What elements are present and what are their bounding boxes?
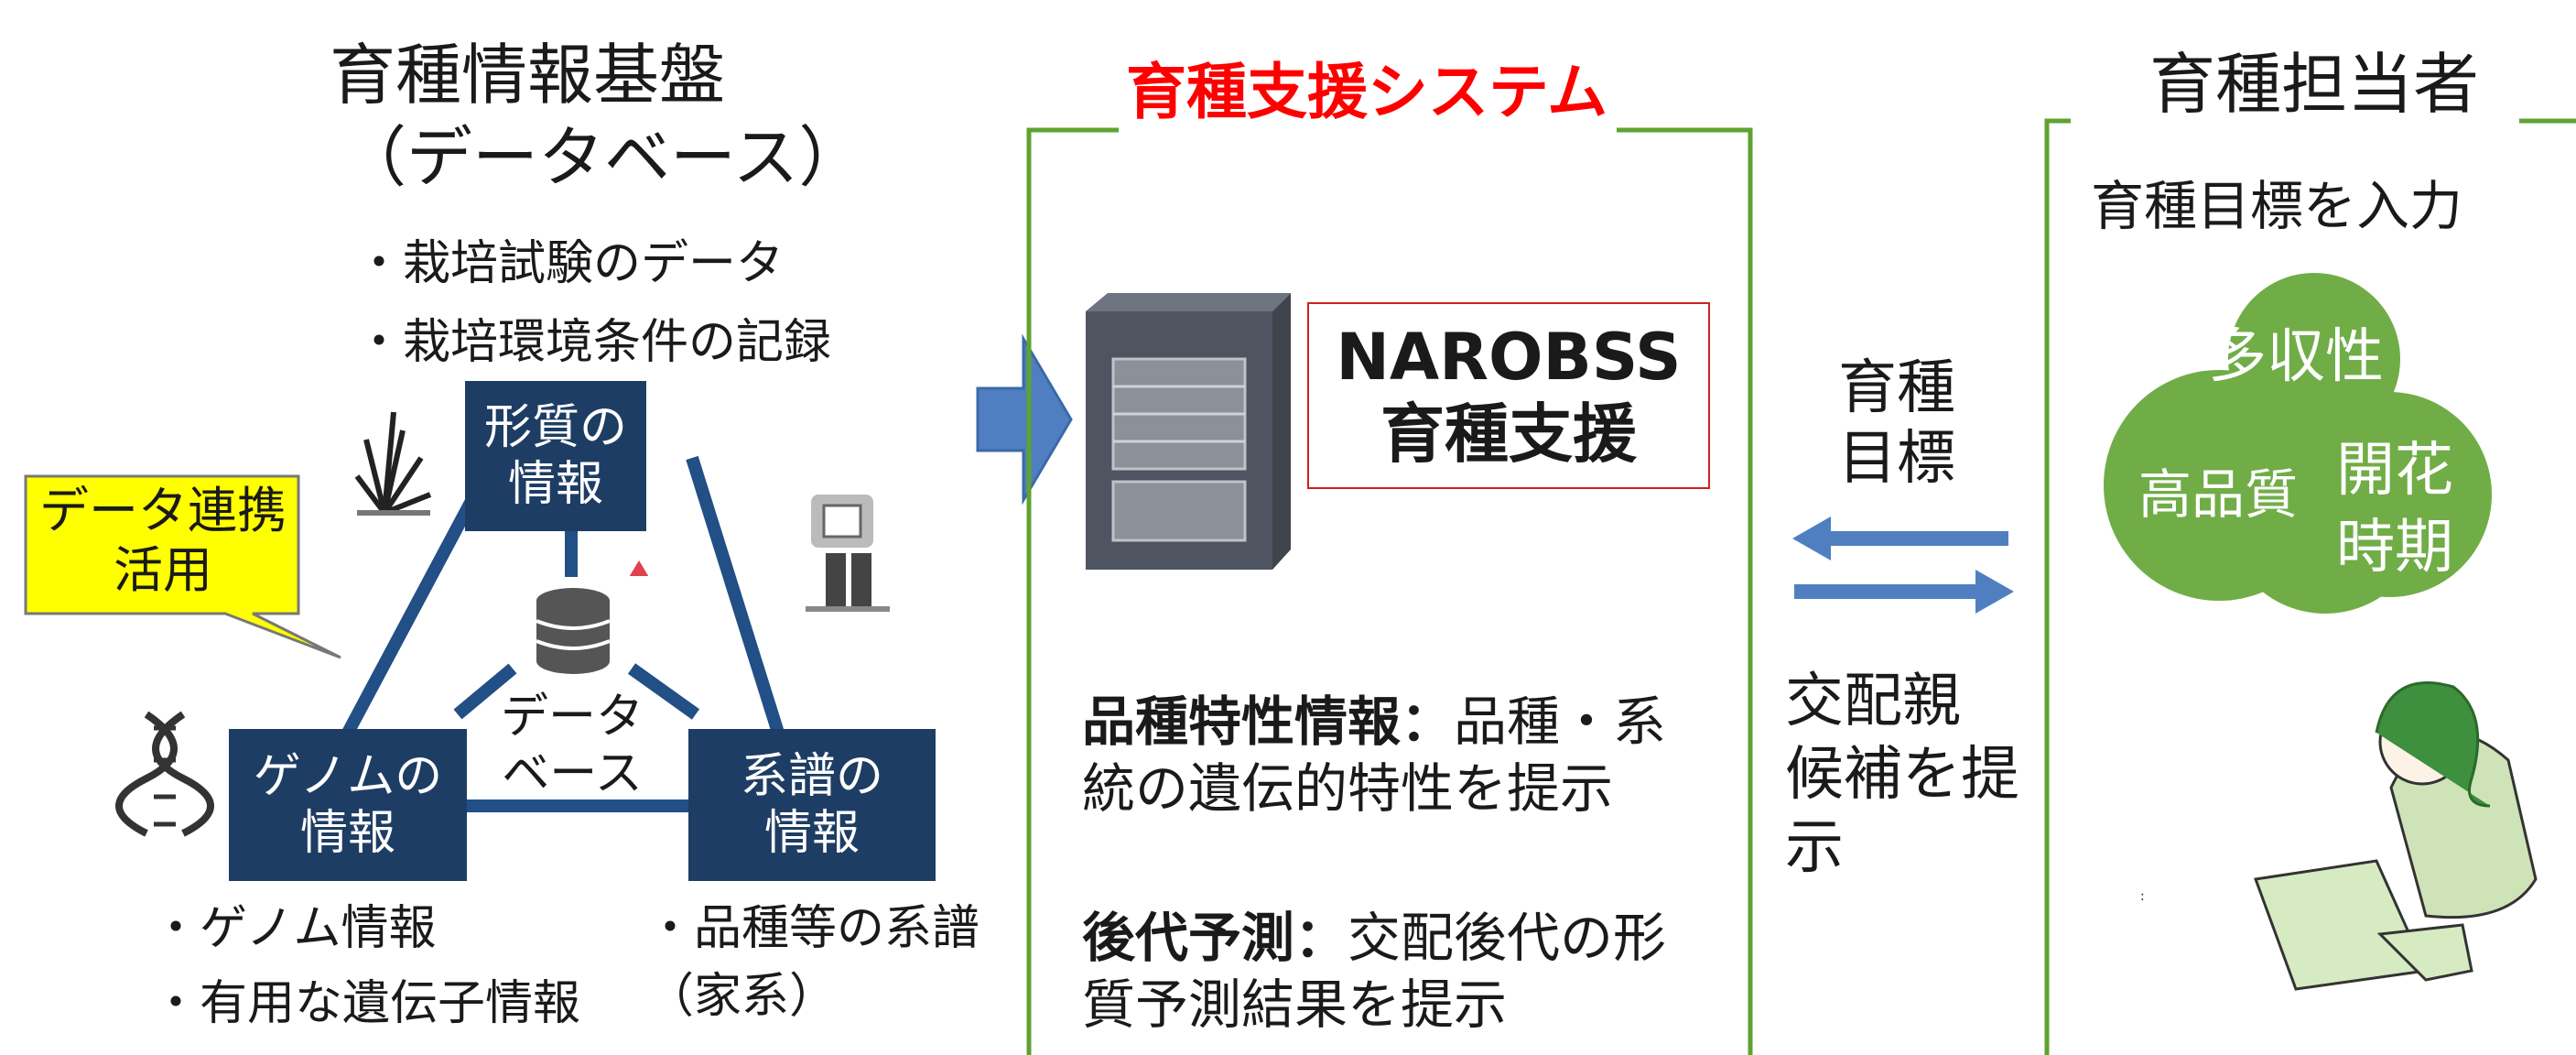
narobss-name: NAROBSS	[1336, 320, 1682, 395]
system-frame	[1026, 127, 1753, 1055]
callout-line1: データ連携	[39, 482, 287, 539]
database-icon	[536, 557, 652, 674]
goal-flowering-line2: 時期	[2336, 514, 2453, 582]
parent-candidates-line3: 示	[1785, 814, 1844, 882]
server-icon	[1086, 293, 1291, 570]
exchange-arrows	[1792, 517, 2014, 614]
variety-traits-heading: 品種特性情報：	[1082, 691, 1455, 753]
input-arrow	[976, 333, 1073, 506]
goals-cloud	[2104, 273, 2492, 614]
database-center-line2: ベース	[502, 746, 643, 802]
system-title: 育種支援システム	[1119, 62, 1616, 123]
narobss-subtitle: 育種支援	[1380, 397, 1637, 472]
node-trait-line2: 情報	[507, 457, 603, 512]
breeder-frame	[2044, 118, 2576, 1055]
node-trait-info: 形質の 情報	[465, 381, 646, 531]
database-center-line1: データ	[500, 690, 644, 745]
parent-candidates-label: 交配親 候補を提 示	[1785, 665, 2019, 885]
plant-icon	[354, 411, 432, 516]
bullet-variety-pedigree: ・品種等の系譜	[646, 901, 980, 956]
parent-candidates-line2: 候補を提	[1785, 741, 2019, 809]
node-genome-line2: 情報	[299, 806, 395, 861]
variety-traits-description: 品種特性情報：品種・系統の遺伝的特性を提示	[1082, 689, 1714, 821]
narobss-box: NAROBSS 育種支援	[1307, 302, 1710, 489]
survey-person-icon	[806, 495, 890, 612]
breeder-note: :	[2140, 889, 2145, 904]
variety-traits-text: 品種・系統の遺伝的特性を提示	[1082, 691, 1667, 820]
database-title-line2: （データベース）	[341, 119, 865, 196]
connector-pedigree-db	[627, 663, 700, 720]
breeding-goal-line2: 目標	[1838, 424, 1955, 493]
parent-candidates-line1: 交配親	[1785, 668, 1961, 735]
connector-genome-db	[453, 663, 517, 720]
node-pedigree-line1: 系譜の	[740, 748, 883, 804]
node-pedigree-line2: 情報	[763, 806, 860, 861]
breeding-goal-line1: 育種	[1838, 354, 1955, 422]
progeny-prediction-heading: 後代予測：	[1082, 907, 1348, 969]
database-title-line1: 育種情報基盤	[330, 37, 726, 114]
bullet-family-line: （家系）	[646, 969, 838, 1024]
callout-line2: 活用	[114, 540, 212, 599]
progeny-prediction-description: 後代予測：交配後代の形質予測結果を提示	[1082, 905, 1714, 1038]
callout-bubble	[24, 474, 341, 659]
arrow-right	[1794, 570, 2014, 614]
arrow-left	[1792, 517, 2008, 560]
bullet-genome-info: ・ゲノム情報	[152, 901, 437, 956]
node-genome-line1: ゲノムの	[253, 748, 443, 804]
goal-high-quality: 高品質	[2138, 463, 2299, 526]
node-trait-line1: 形質の	[483, 399, 627, 455]
database-center-label: データ ベース	[494, 689, 650, 803]
goal-high-yield: 多収性	[2208, 323, 2384, 391]
callout-text: データ連携 活用	[33, 482, 293, 601]
bullet-cultivation-data: ・栽培試験のデータ	[355, 236, 785, 291]
breeder-title: 育種担当者	[2137, 51, 2493, 117]
breeder-person-icon	[2253, 681, 2538, 991]
connector-trait-pedigree	[686, 455, 785, 735]
breeder-subtitle: 育種目標を入力	[2091, 175, 2463, 237]
database-connectors	[341, 427, 785, 812]
goal-flowering-line1: 開花	[2336, 437, 2453, 505]
bullet-environment-records: ・栽培環境条件の記録	[355, 315, 832, 370]
bullet-useful-genes: ・有用な遺伝子情報	[152, 976, 581, 1031]
dna-icon	[115, 711, 214, 837]
progeny-prediction-text: 交配後代の形質予測結果を提示	[1082, 907, 1667, 1036]
node-pedigree-info: 系譜の 情報	[688, 729, 936, 881]
breeding-goal-label: 育種 目標	[1824, 353, 1970, 495]
node-genome-info: ゲノムの 情報	[229, 729, 467, 881]
